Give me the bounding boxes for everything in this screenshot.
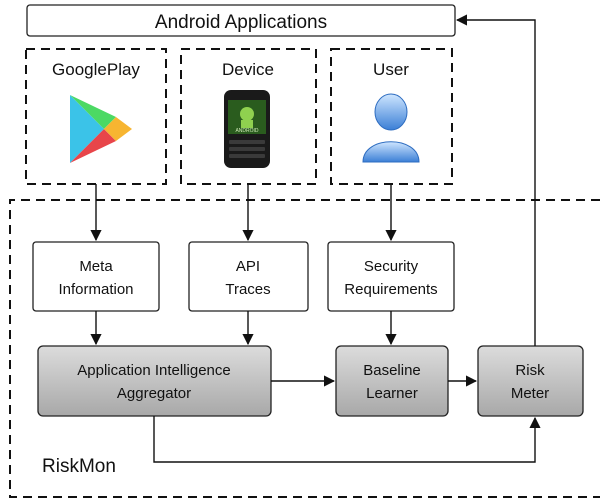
aggregator-line1: Application Intelligence: [77, 362, 230, 379]
android-applications-label: Android Applications: [155, 12, 327, 33]
source-user: User: [330, 48, 453, 185]
baseline-line2: Learner: [366, 385, 418, 402]
processor-aggregator: Application Intelligence Aggregator: [37, 345, 272, 417]
processor-baseline-learner: Baseline Learner: [335, 345, 449, 417]
security-line1: Security: [364, 258, 419, 275]
meta-line2: Information: [58, 281, 133, 298]
arrow-aggregator-to-risk: [153, 416, 541, 463]
security-line2: Requirements: [344, 281, 437, 298]
connectors: [90, 14, 541, 463]
svg-text:ANDROID: ANDROID: [235, 128, 258, 134]
input-meta-information: Meta Information: [32, 241, 160, 312]
processor-risk-meter: Risk Meter: [477, 345, 584, 417]
aggregator-line2: Aggregator: [117, 385, 191, 402]
source-googleplay-label: GooglePlay: [52, 60, 140, 79]
riskmon-label: RiskMon: [42, 456, 116, 477]
meta-line1: Meta: [79, 258, 113, 275]
source-googleplay: GooglePlay: [25, 48, 167, 185]
risk-line1: Risk: [515, 362, 545, 379]
source-device: Device ANDROID: [180, 48, 317, 185]
api-line2: Traces: [225, 281, 270, 298]
android-phone-icon: ANDROID: [224, 90, 270, 168]
input-api-traces: API Traces: [188, 241, 309, 312]
user-icon: [362, 93, 420, 163]
source-user-label: User: [373, 60, 409, 79]
source-device-label: Device: [222, 60, 274, 79]
input-security-requirements: Security Requirements: [327, 241, 455, 312]
risk-line2: Meter: [511, 385, 549, 402]
baseline-line1: Baseline: [363, 362, 421, 379]
riskmon-boundary: [9, 199, 600, 498]
api-line1: API: [236, 258, 260, 275]
google-play-icon: [70, 95, 132, 163]
arrow-risk-to-android-applications: [455, 14, 536, 346]
android-applications-box: Android Applications: [26, 4, 456, 37]
